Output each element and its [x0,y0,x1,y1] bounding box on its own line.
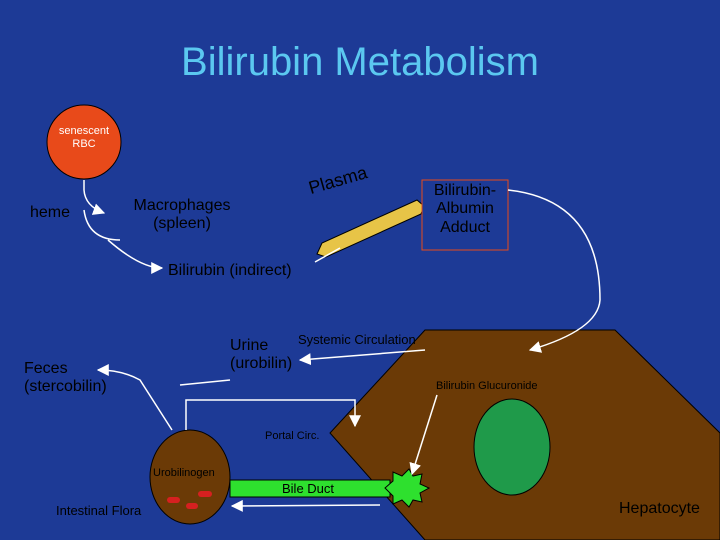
arrow-urobilinogen-portal [185,399,361,430]
macrophages-label: Macrophages (spleen) [122,197,242,234]
heme-label: heme [30,204,71,221]
bile-duct-burst [384,468,431,508]
arrow-urine-in [179,379,231,386]
albumin-box [421,179,509,251]
nucleus [473,398,551,496]
page-title: Bilirubin Metabolism [181,40,539,84]
feces-label: Feces (stercobilin) [24,360,107,397]
rbc-label: senescent RBC [47,125,121,150]
albumin-line1: Bilirubin- [433,182,497,199]
macrophages-line1: Macrophages [133,197,231,214]
arrow-intestine-feces [96,364,173,431]
plasma-tube [316,199,425,258]
rbc-label-line2: RBC [72,137,96,150]
systemic-circulation-label: Systemic Circulation [298,332,416,347]
arrow-systemic-urine [298,349,426,366]
macrophages-line2: (spleen) [153,215,211,233]
feces-line2: (stercobilin) [24,378,107,396]
arrow-heme-macrophages [83,209,121,241]
urine-line1: Urine [230,337,269,354]
albumin-line2: Albumin [436,200,494,218]
rbc-cell [46,104,122,180]
arrow-rbc-heme [83,180,106,215]
bile-duct-label: Bile Duct [282,481,335,496]
urobilinogen-label: Urobilinogen [153,467,215,479]
hepatocyte-label: Hepatocyte [619,500,700,517]
albumin-line3: Adduct [440,218,490,236]
urine-line2: (urobilin) [230,355,293,373]
rbc-label-line1: senescent [58,125,110,137]
portal-circulation-label: Portal Circ. [265,430,320,442]
arrow-macrophages-bilirubin [107,239,164,274]
arrow-glucuronide-bileduct [409,394,438,476]
pathway-arrows [83,180,601,512]
urine-label: Urine (urobilin) [230,337,292,374]
bilirubin-indirect-label: Bilirubin (indirect) [168,262,292,279]
bilirubin-glucuronide-label: Bilirubin Glucuronide [436,380,538,392]
feces-line1: Feces [24,360,68,377]
arrow-bileduct-flora [230,499,381,512]
albumin-adduct-label: Bilirubin- Albumin Adduct [422,182,508,237]
intestinal-flora-label: Intestinal Flora [56,503,142,518]
flora-spots [167,491,212,509]
arrow-albumin-systemic [507,189,601,353]
arrow-bilirubin-plasma [314,247,341,263]
